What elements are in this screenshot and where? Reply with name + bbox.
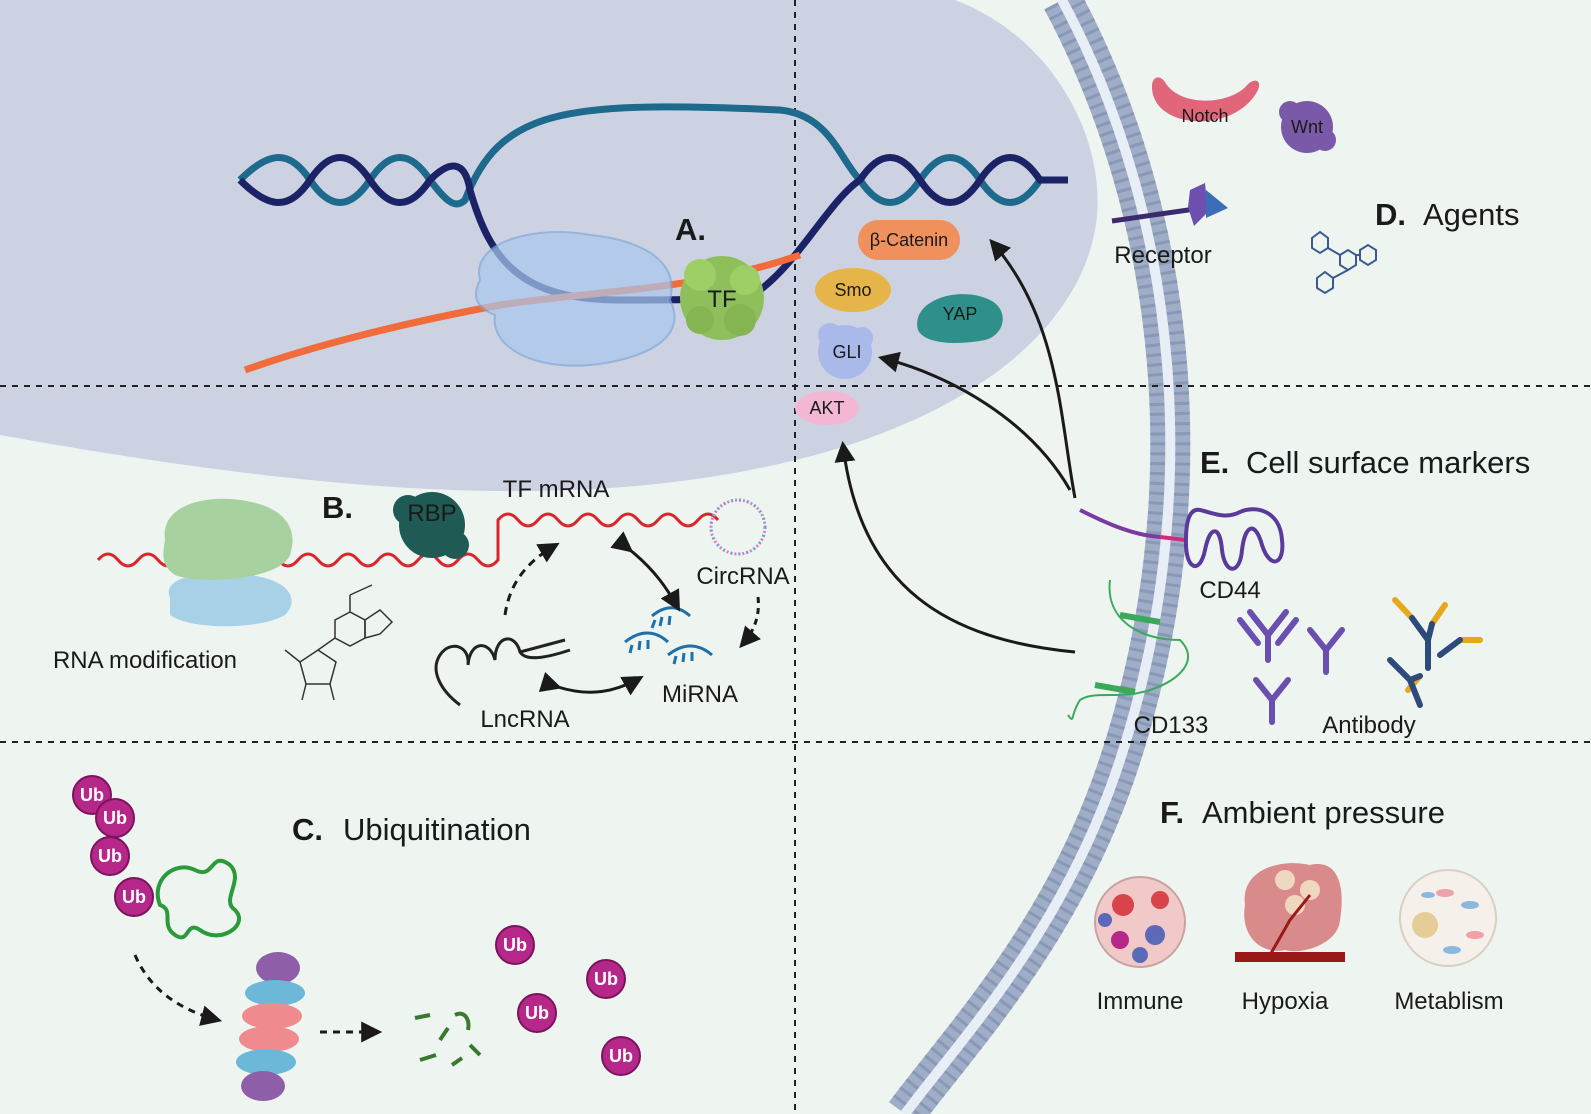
ribosome (163, 498, 293, 627)
methyladenosine-structure-icon (284, 584, 394, 701)
section-c-letter: C. (292, 812, 323, 847)
degradation-arrows (133, 954, 383, 1043)
section-e-title: Cell surface markers (1246, 445, 1530, 480)
tf-mrna-label: TF mRNA (503, 476, 610, 503)
lncrna-label: LncRNA (480, 706, 569, 733)
svg-text:Notch: Notch (1181, 106, 1228, 126)
section-c-title: Ubiquitination (343, 812, 531, 847)
section-d-title: Agents (1423, 197, 1520, 232)
section-b-letter: B. (322, 490, 353, 525)
rna-interaction-arrows (503, 531, 761, 696)
signaling-arrows (834, 238, 1077, 654)
ub-free-2: Ub (586, 959, 626, 999)
svg-text:GLI: GLI (832, 342, 861, 362)
mirna-label: MiRNA (662, 681, 738, 708)
svg-text:Wnt: Wnt (1291, 117, 1323, 137)
circrna-icon (709, 498, 767, 556)
svg-text:Ub: Ub (609, 1046, 633, 1066)
receptor-icon (1111, 183, 1228, 226)
svg-text:Ub: Ub (594, 969, 618, 989)
rna-modification-label: RNA modification (53, 647, 237, 674)
antibody-icons (1237, 597, 1483, 725)
svg-text:Ub: Ub (503, 935, 527, 955)
section-f-title: Ambient pressure (1202, 795, 1445, 830)
mirna-icon (624, 606, 713, 665)
ub-tag-2: Ub (95, 798, 135, 838)
immune-icon (1094, 876, 1186, 968)
cd44-label: CD44 (1199, 577, 1260, 604)
proteasome (236, 952, 305, 1101)
substrate-protein (155, 858, 242, 940)
lncrna-icon (434, 637, 571, 707)
circrna-label: CircRNA (696, 563, 789, 590)
protein-fragments (414, 1011, 482, 1067)
rbp-protein: RBP (393, 492, 469, 559)
ub-tag-4: Ub (114, 877, 154, 917)
cd133-marker (1067, 579, 1190, 720)
tf-label: TF (707, 286, 736, 313)
rna-polymerase (474, 231, 676, 367)
receptor-label: Receptor (1114, 242, 1211, 269)
ambient-immune-label: Immune (1097, 988, 1184, 1015)
ub-free-3: Ub (517, 993, 557, 1033)
antibody-label: Antibody (1322, 712, 1415, 739)
gli-protein: GLI (818, 323, 873, 379)
svg-text:RBP: RBP (407, 500, 456, 527)
ub-free-4: Ub (601, 1036, 641, 1076)
smo-protein: Smo (815, 268, 891, 312)
metabolism-icon (1399, 869, 1497, 967)
svg-text:Ub: Ub (122, 887, 146, 907)
cell-membrane (888, 0, 1191, 1114)
svg-text:Ub: Ub (103, 808, 127, 828)
small-molecule-drug-icon (1311, 230, 1377, 295)
free-ubiquitin: Ub Ub Ub Ub (495, 925, 641, 1076)
beta-catenin-protein: β-Catenin (858, 220, 960, 260)
section-d-letter: D. (1375, 197, 1406, 232)
wnt-protein: Wnt (1279, 101, 1336, 153)
svg-text:YAP: YAP (943, 304, 978, 324)
section-f-letter: F. (1160, 795, 1184, 830)
svg-text:AKT: AKT (809, 398, 844, 418)
section-a-letter: A. (675, 212, 706, 247)
yap-protein: YAP (917, 294, 1003, 343)
section-e-letter: E. (1200, 445, 1229, 480)
ambient-hypoxia-label: Hypoxia (1242, 988, 1329, 1015)
svg-text:Ub: Ub (80, 785, 104, 805)
svg-text:Smo: Smo (834, 280, 871, 300)
cd133-label: CD133 (1134, 712, 1209, 739)
cd44-marker (1079, 507, 1285, 571)
ambient-metabolism-label: Metablism (1394, 988, 1503, 1015)
svg-text:β-Catenin: β-Catenin (870, 230, 948, 250)
hypoxia-icon (1235, 863, 1345, 962)
akt-protein: AKT (795, 391, 859, 425)
svg-text:Ub: Ub (98, 846, 122, 866)
svg-text:Ub: Ub (525, 1003, 549, 1023)
ub-free-1: Ub (495, 925, 535, 965)
notch-protein: Notch (1151, 77, 1260, 126)
ub-tag-3: Ub (90, 836, 130, 876)
transcription-factor: TF (680, 256, 764, 340)
ubiquitin-chain: Ub Ub Ub Ub (72, 775, 154, 917)
